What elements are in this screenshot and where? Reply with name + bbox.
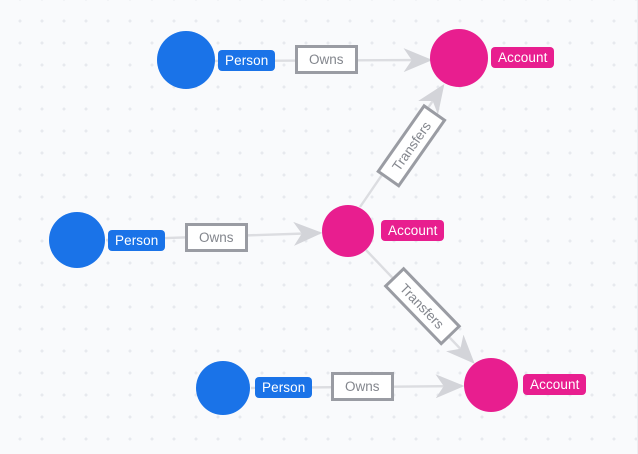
node-account-1[interactable] — [430, 29, 488, 87]
node-label-account-3[interactable]: Account — [523, 374, 587, 395]
node-label-person-1[interactable]: Person — [218, 50, 276, 71]
edge-label-transfers-1[interactable]: Transfers — [376, 104, 447, 188]
node-label-account-1[interactable]: Account — [491, 47, 555, 68]
edge-label-owns-3[interactable]: Owns — [331, 372, 394, 401]
edge-label-owns-1[interactable]: Owns — [295, 45, 358, 74]
node-label-account-2[interactable]: Account — [381, 220, 445, 241]
node-person-3[interactable] — [196, 361, 250, 415]
node-person-1[interactable] — [157, 31, 215, 89]
node-label-person-3[interactable]: Person — [255, 377, 313, 398]
node-label-person-2[interactable]: Person — [108, 230, 166, 251]
edge-label-transfers-2[interactable]: Transfers — [383, 266, 461, 346]
node-person-2[interactable] — [49, 212, 105, 268]
edge-label-owns-2[interactable]: Owns — [185, 223, 248, 252]
node-account-3[interactable] — [464, 358, 518, 412]
node-account-2[interactable] — [322, 205, 374, 257]
